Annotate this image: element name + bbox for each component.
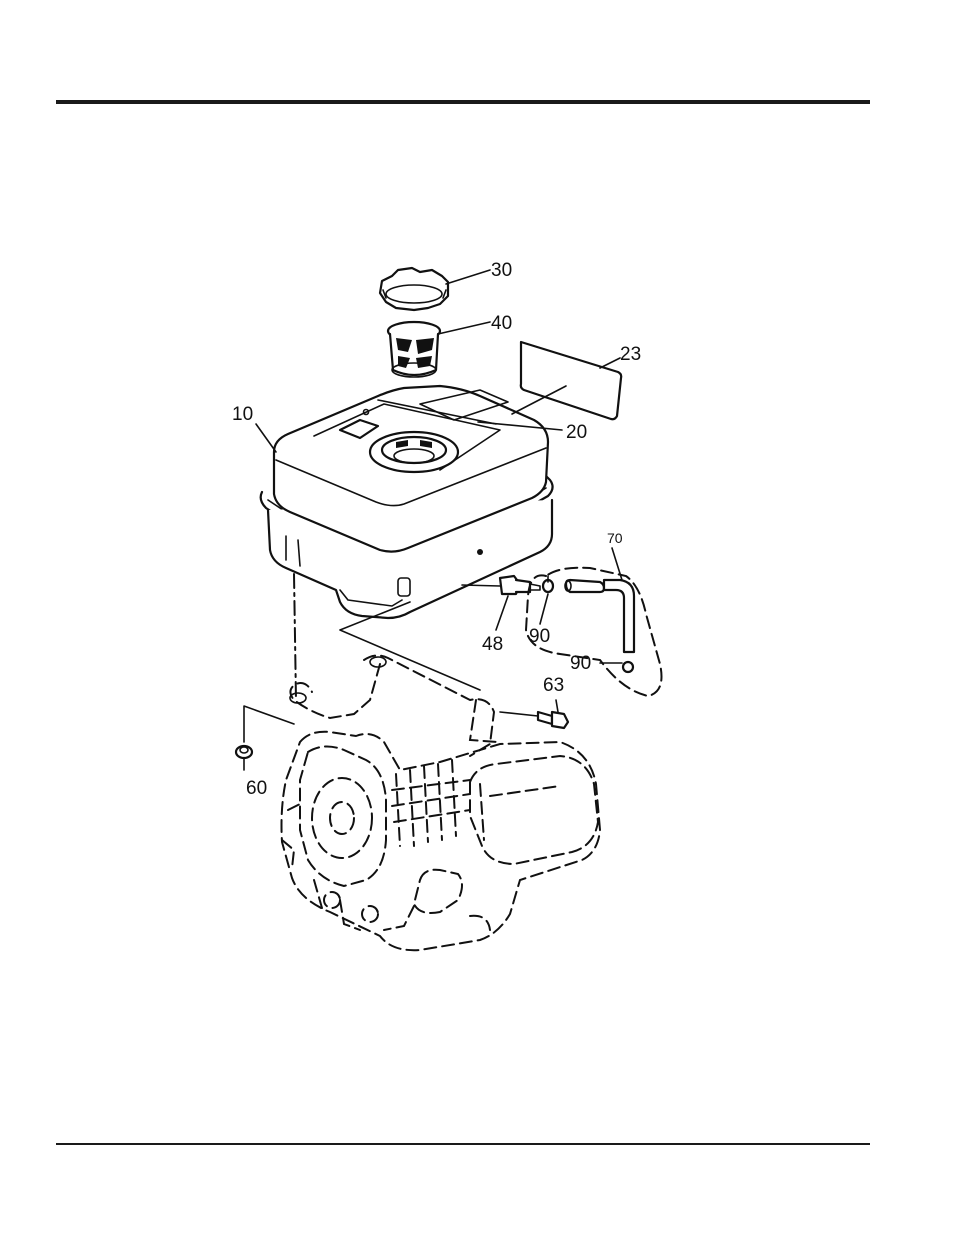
leader-90-upper bbox=[540, 594, 548, 624]
callout-60: 60 bbox=[246, 778, 267, 799]
callout-20: 20 bbox=[566, 422, 587, 443]
flange-nut bbox=[236, 746, 252, 758]
callout-10: 10 bbox=[232, 404, 253, 425]
leader-30 bbox=[446, 270, 490, 284]
flange-bolt bbox=[538, 712, 568, 728]
callout-30: 30 bbox=[491, 260, 512, 281]
leader-23 bbox=[600, 358, 620, 368]
callout-23: 23 bbox=[620, 344, 641, 365]
callout-40: 40 bbox=[491, 313, 512, 334]
leader-10 bbox=[256, 424, 276, 452]
callout-63: 63 bbox=[543, 675, 564, 696]
hose-clip-lower bbox=[623, 662, 633, 672]
fuel-cap bbox=[380, 268, 448, 310]
assembly-line-tank-mount bbox=[294, 574, 296, 700]
callout-90-lower: 90 bbox=[570, 653, 591, 674]
nut-assembly-line bbox=[244, 706, 294, 742]
leader-48 bbox=[496, 596, 508, 630]
callout-48: 48 bbox=[482, 634, 503, 655]
engine-phantom bbox=[282, 655, 601, 950]
callout-70: 70 bbox=[607, 530, 623, 546]
fuel-strainer bbox=[388, 322, 440, 377]
callout-90-upper: 90 bbox=[529, 626, 550, 647]
label-plate-23 bbox=[521, 342, 621, 419]
leader-40 bbox=[438, 322, 490, 334]
leader-70 bbox=[612, 548, 622, 580]
hose-clip-upper bbox=[543, 576, 553, 592]
leader-63 bbox=[556, 700, 558, 712]
